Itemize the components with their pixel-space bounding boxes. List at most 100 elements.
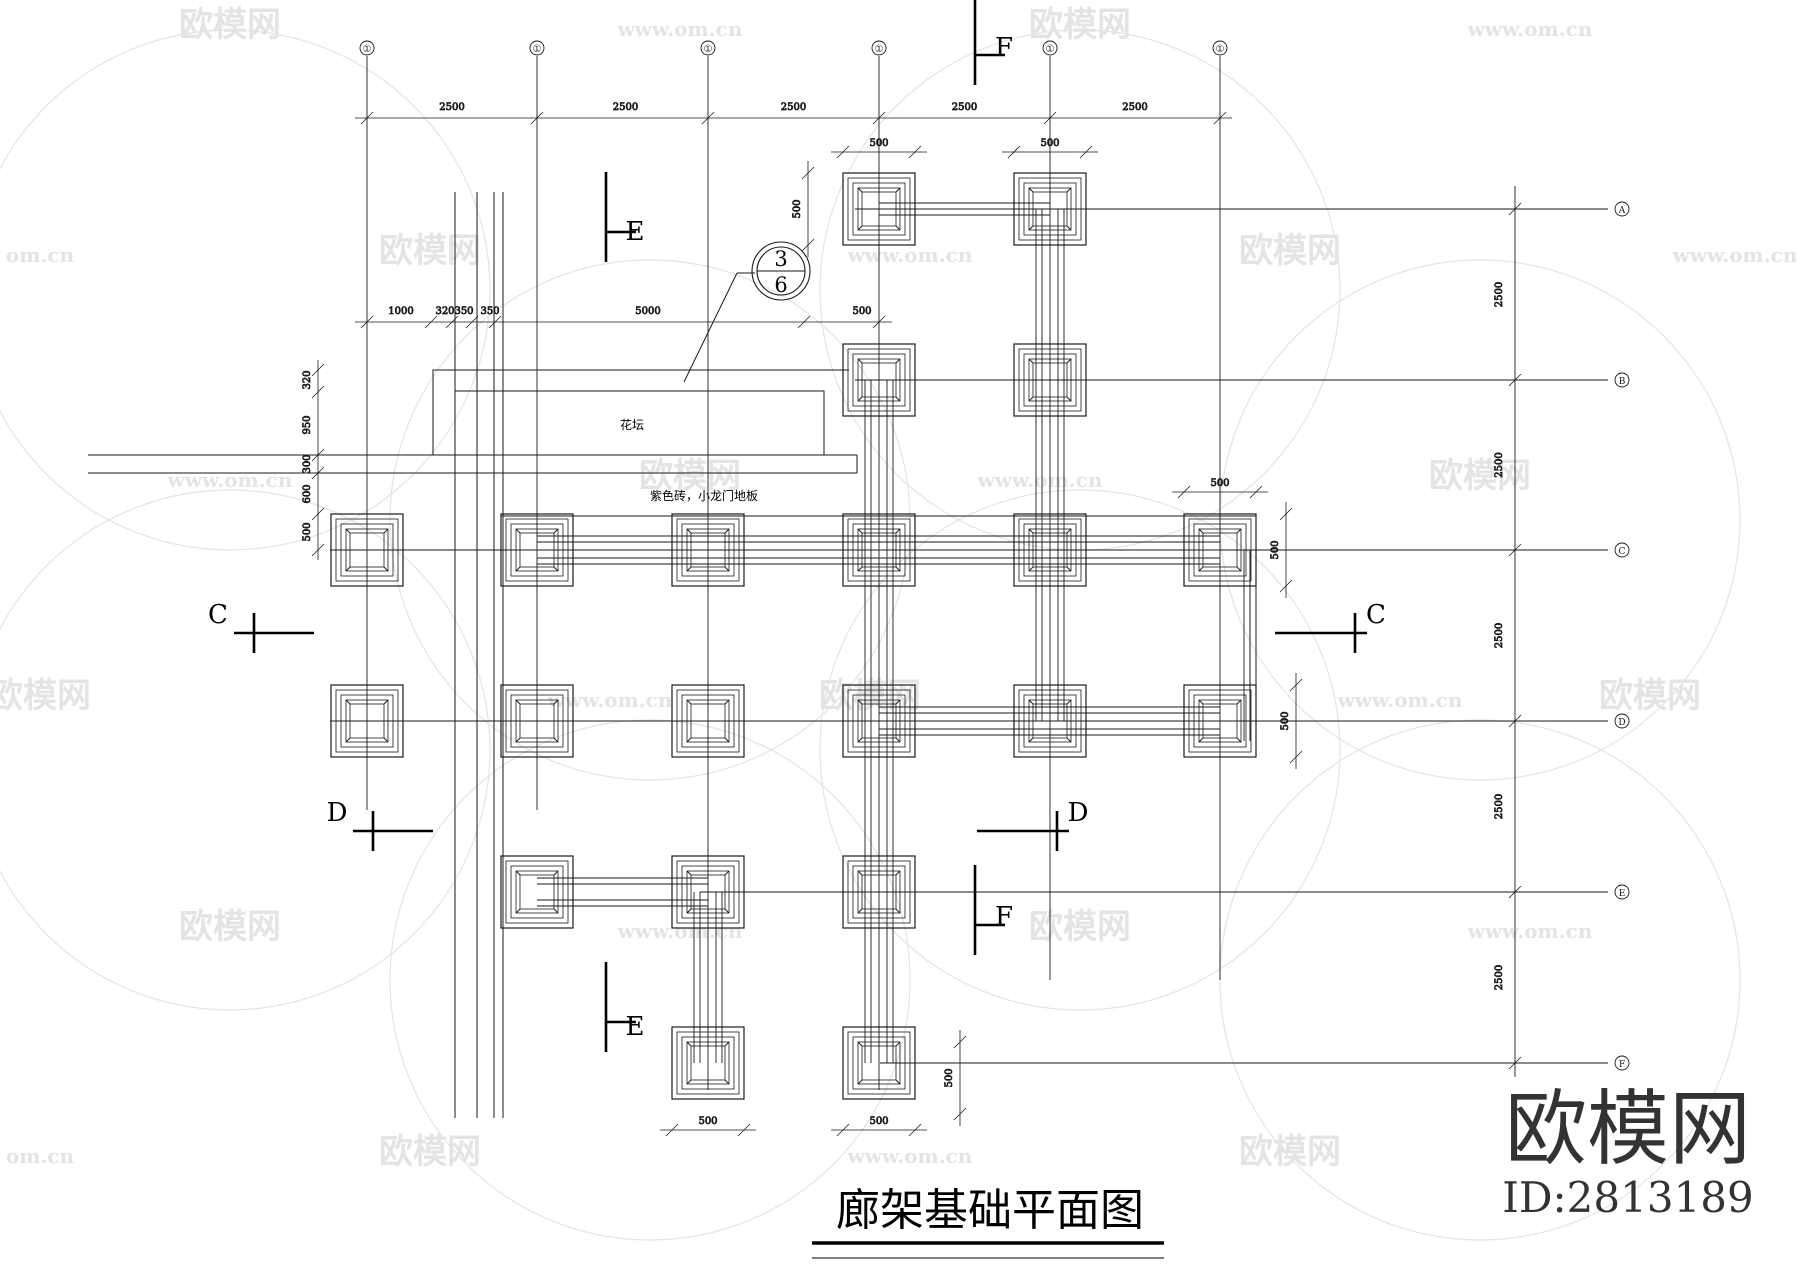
dimension-tick (1249, 485, 1263, 499)
footing-corner (895, 870, 901, 876)
footing-corner (345, 566, 351, 572)
footing-outline (1013, 172, 1087, 246)
footing-outline (852, 1036, 906, 1090)
watermark-url: www.om.cn (547, 688, 673, 712)
footing-corner (1198, 737, 1204, 743)
footing-outline (1018, 177, 1082, 241)
dimension-tick (797, 315, 811, 329)
footing-outline (676, 860, 740, 924)
footing-corner (1028, 396, 1034, 402)
watermark-logo: 欧模网 (1029, 5, 1131, 45)
footing-outline (505, 860, 569, 924)
axis-bubble-col (529, 40, 545, 56)
footing-corner (895, 1079, 901, 1085)
footing-outline (847, 860, 911, 924)
footing-corner (1066, 187, 1072, 193)
grid-axis-lines (330, 56, 1608, 1090)
footing-corner (724, 908, 730, 914)
footing-corner (686, 699, 692, 705)
dimension-tick (311, 543, 325, 557)
footing-outline (842, 855, 916, 929)
dimension-text-right: 2500 (1494, 794, 1505, 819)
footing-corner (895, 908, 901, 914)
footing-outline (1013, 513, 1087, 587)
footing (1183, 513, 1257, 587)
footing (842, 1026, 916, 1100)
dimension-tick (1279, 507, 1293, 521)
footing-corner (686, 737, 692, 743)
footing-outline (686, 528, 730, 572)
footing-outline (510, 694, 564, 748)
footing-corner (857, 528, 863, 534)
dimension-tick (737, 1123, 751, 1137)
watermark-url: www.om.cn (977, 468, 1103, 492)
watermark-url: www.om.cn (617, 17, 743, 41)
footing-corner (383, 699, 389, 705)
section-label: D (327, 798, 348, 828)
footing-outline (335, 689, 399, 753)
footing-outline (857, 528, 901, 572)
section-label: C (208, 600, 228, 630)
footing-corner (1236, 699, 1242, 705)
dimension-text-top: 2500 (1122, 102, 1147, 113)
footing-outline (1013, 684, 1087, 758)
dimension-text-footing: 500 (869, 138, 888, 149)
footing-outline (340, 694, 394, 748)
dimension-tick (836, 1123, 850, 1137)
footing-corner (345, 699, 351, 705)
footing-outline (681, 1036, 735, 1090)
footing-outline (500, 855, 574, 929)
axis-bubble-col (359, 40, 375, 56)
footing (1013, 513, 1087, 587)
dimension-tick (1043, 111, 1057, 125)
footing-outline (1013, 343, 1087, 417)
watermark-url-short: om.cn (6, 1144, 75, 1168)
footing-corner (1236, 528, 1242, 534)
footing-corner (515, 528, 521, 534)
footing-outline (847, 177, 911, 241)
watermark-url: www.om.cn (1467, 919, 1593, 943)
footing (1183, 684, 1257, 758)
footing-outline (505, 689, 569, 753)
watermark-logo: 欧模网 (1429, 456, 1531, 496)
dimension-text-secondary: 320 (435, 306, 454, 317)
footing-outline (510, 523, 564, 577)
watermark-logo: 欧模网 (1029, 907, 1131, 947)
footing-corner (686, 566, 692, 572)
footing-outline (690, 703, 726, 739)
footing-outline (1018, 689, 1082, 753)
axis-bubble-row (1614, 713, 1630, 729)
footing-corner (724, 1079, 730, 1085)
footing (330, 684, 404, 758)
axis-label-row: B (1619, 377, 1626, 387)
dimension-tick (360, 315, 374, 329)
axis-bubble-col (1212, 40, 1228, 56)
axis-bubble-row (1614, 1055, 1630, 1071)
footing (671, 684, 745, 758)
footing-outline (857, 187, 901, 231)
dimension-tick (701, 111, 715, 125)
footing-outline (500, 684, 574, 758)
footing-outline (1198, 528, 1242, 572)
watermark-logo: 欧模网 (0, 676, 91, 716)
watermark-logo: 欧模网 (819, 676, 921, 716)
footing-corner (1028, 737, 1034, 743)
watermark-arc (0, 29, 491, 551)
footing-corner (895, 566, 901, 572)
dimension-tick (424, 315, 438, 329)
footing-outline (857, 870, 901, 914)
footing (842, 684, 916, 758)
dimension-tick (801, 238, 815, 252)
footing (842, 513, 916, 587)
footing-outline (1188, 689, 1252, 753)
footing-layer (330, 172, 1257, 1100)
footing-outline (515, 870, 559, 914)
footing-corner (686, 528, 692, 534)
footing-corner (686, 908, 692, 914)
dimension-text-secondary: 500 (852, 306, 871, 317)
footing (671, 1026, 745, 1100)
footing-outline (852, 353, 906, 407)
footing-outline (847, 518, 911, 582)
